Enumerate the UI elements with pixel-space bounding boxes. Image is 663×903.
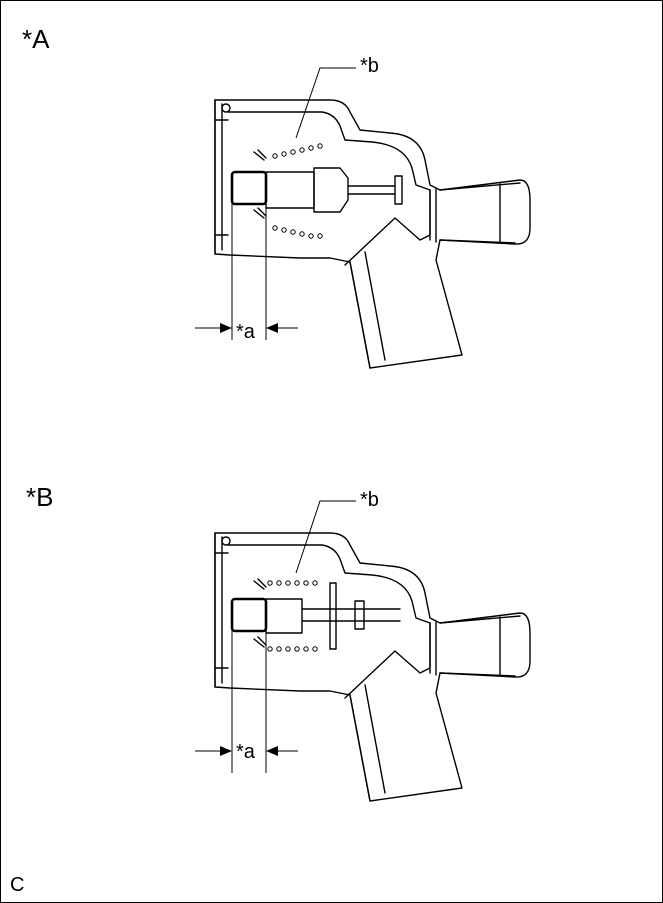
figure-code: C (10, 874, 25, 896)
thermostat-housing-closed (195, 67, 531, 369)
spring-coil-b (267, 580, 318, 652)
panel-b-callout-b: *b (360, 489, 379, 511)
panel-a-callout-b: *b (360, 55, 379, 77)
panel-a-callout-a: *a (236, 321, 255, 343)
panel-a-label: *A (22, 24, 50, 54)
panel-b-callout-a: *a (236, 741, 255, 763)
spring-coil-a (272, 143, 323, 239)
panel-b-label: *B (26, 482, 54, 512)
